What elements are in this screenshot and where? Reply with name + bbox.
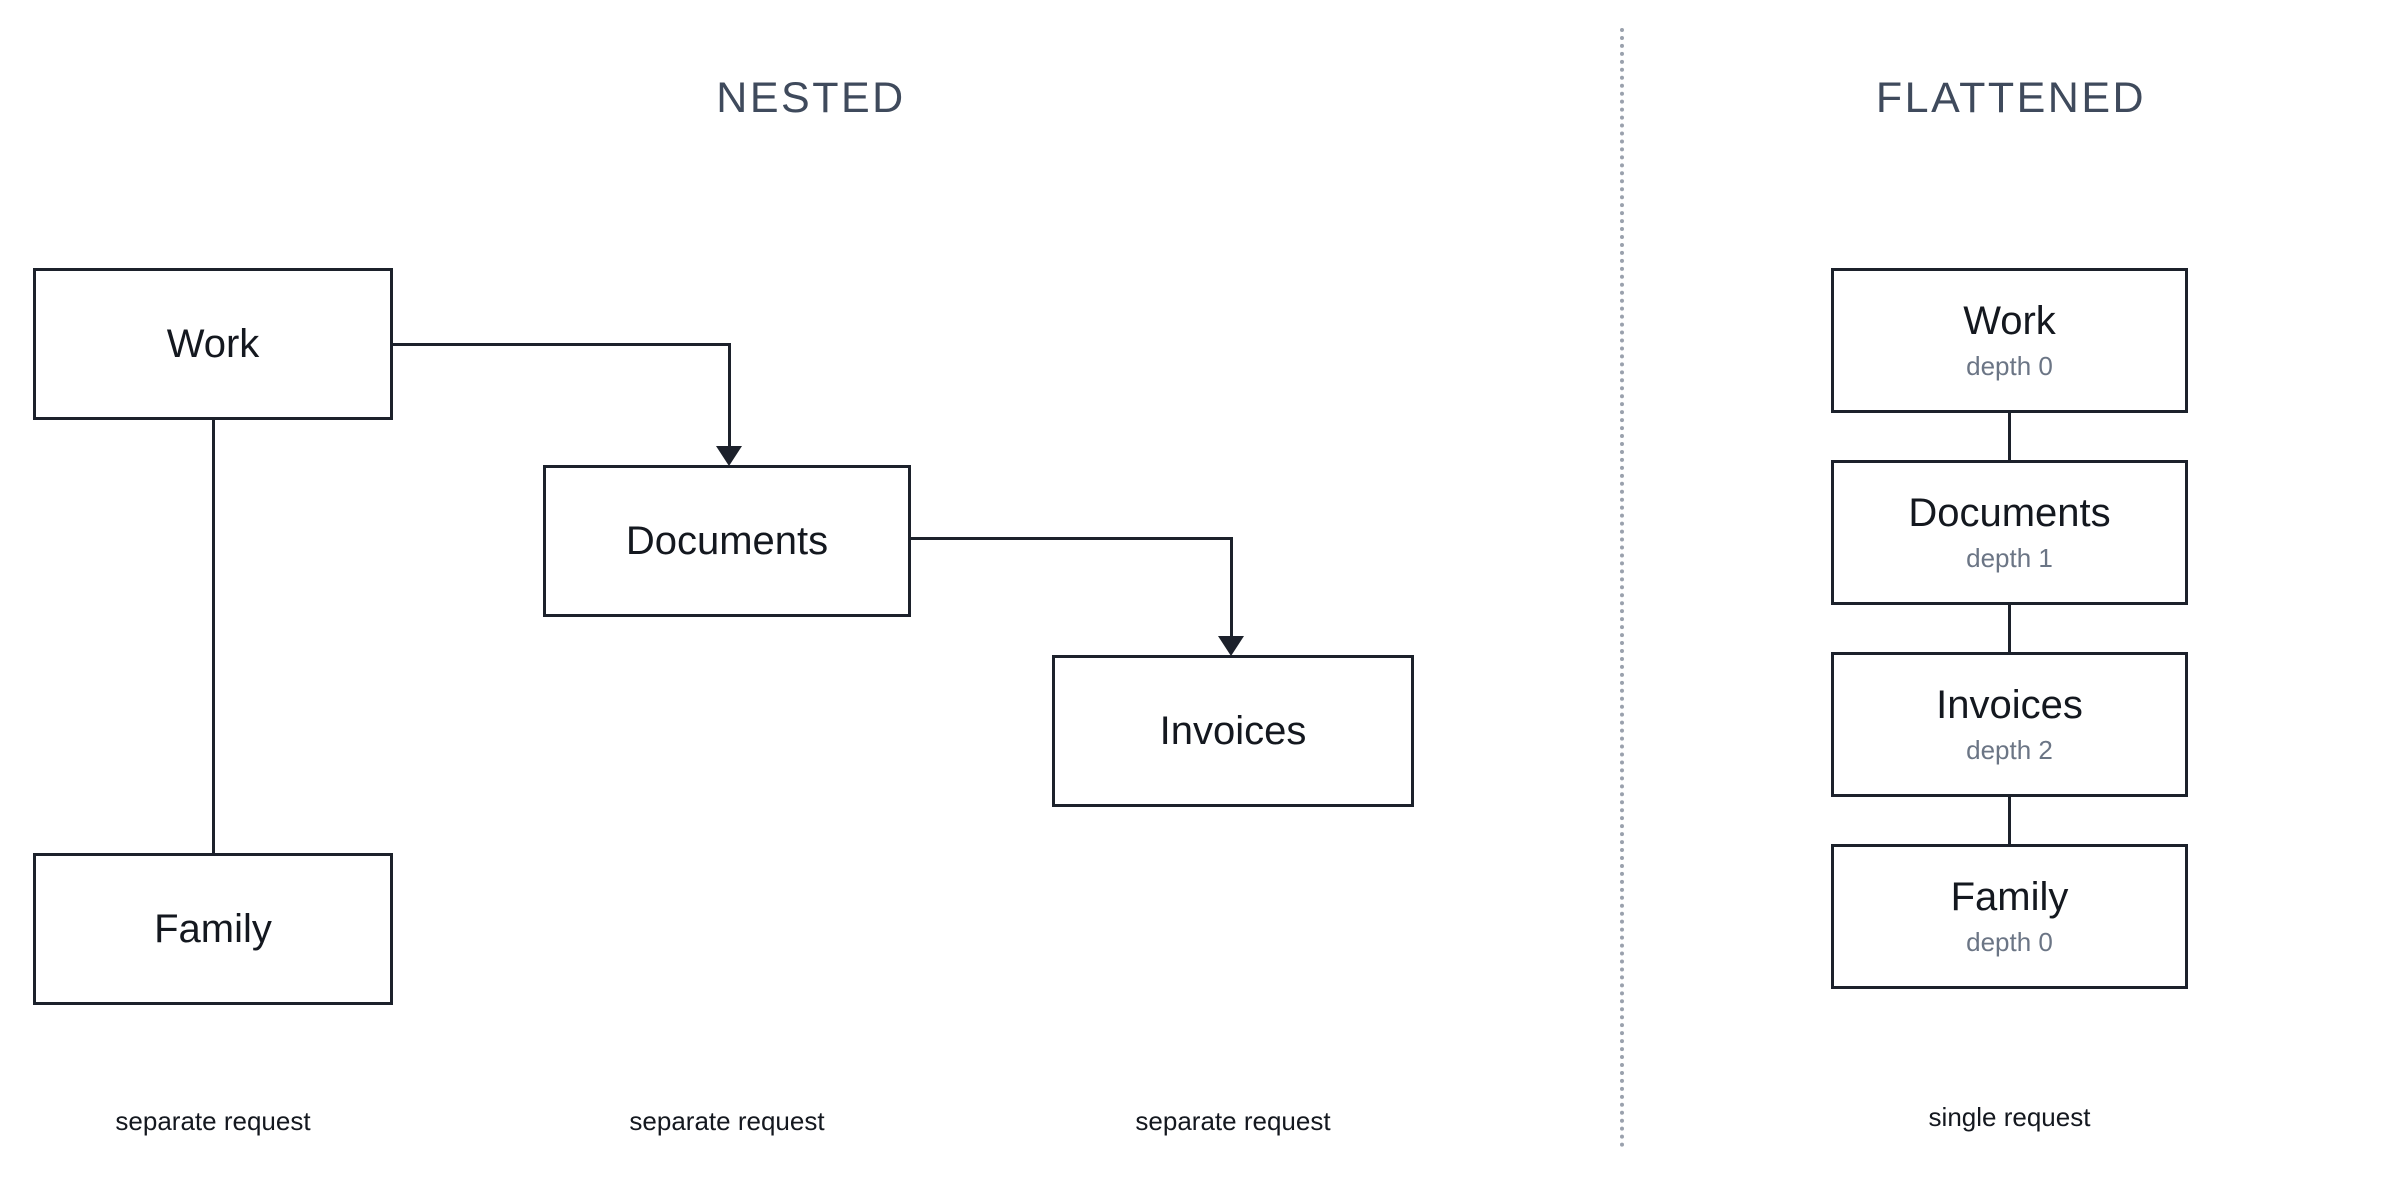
- nested-node-family[interactable]: Family: [33, 853, 393, 1005]
- connector-work-to-documents-horizontal: [393, 343, 731, 346]
- flattened-node-documents[interactable]: Documents depth 1: [1831, 460, 2188, 605]
- node-label: Family: [154, 907, 272, 951]
- connector-documents-to-invoices-horizontal: [911, 537, 1233, 540]
- connector-work-to-family: [212, 419, 215, 855]
- node-depth-label: depth 0: [1966, 926, 2053, 957]
- panel-title-nested: NESTED: [716, 74, 906, 122]
- panel-divider: [1620, 28, 1624, 1148]
- node-label: Family: [1950, 874, 2069, 919]
- arrowhead-icon-documents: [716, 446, 742, 466]
- node-depth-label: depth 0: [1966, 350, 2053, 381]
- connector-documents-to-invoices-vertical: [1230, 537, 1233, 642]
- connector-flat-documents-to-invoices: [2008, 603, 2011, 653]
- flattened-node-work[interactable]: Work depth 0: [1831, 268, 2188, 413]
- flattened-node-family[interactable]: Family depth 0: [1831, 844, 2188, 989]
- connector-flat-work-to-documents: [2008, 411, 2011, 461]
- connector-work-to-documents-vertical: [728, 343, 731, 453]
- nested-node-invoices[interactable]: Invoices: [1052, 655, 1414, 807]
- node-label: Documents: [625, 519, 829, 563]
- nested-node-work[interactable]: Work: [33, 268, 393, 420]
- node-depth-label: depth 2: [1966, 734, 2053, 765]
- caption-nested-documents: separate request: [629, 1106, 825, 1136]
- connector-flat-invoices-to-family: [2008, 795, 2011, 845]
- panel-title-flattened: FLATTENED: [1875, 74, 2147, 122]
- node-label: Work: [166, 322, 260, 366]
- node-label: Documents: [1908, 490, 2111, 535]
- node-label: Invoices: [1159, 709, 1307, 753]
- node-label: Invoices: [1936, 682, 2083, 727]
- caption-flattened: single request: [1928, 1102, 2091, 1132]
- node-depth-label: depth 1: [1966, 542, 2053, 573]
- arrowhead-icon-invoices: [1218, 636, 1244, 656]
- caption-nested-invoices: separate request: [1135, 1106, 1331, 1136]
- flattened-node-invoices[interactable]: Invoices depth 2: [1831, 652, 2188, 797]
- node-label: Work: [1963, 298, 2056, 343]
- nested-node-documents[interactable]: Documents: [543, 465, 911, 617]
- caption-nested-work: separate request: [115, 1106, 311, 1136]
